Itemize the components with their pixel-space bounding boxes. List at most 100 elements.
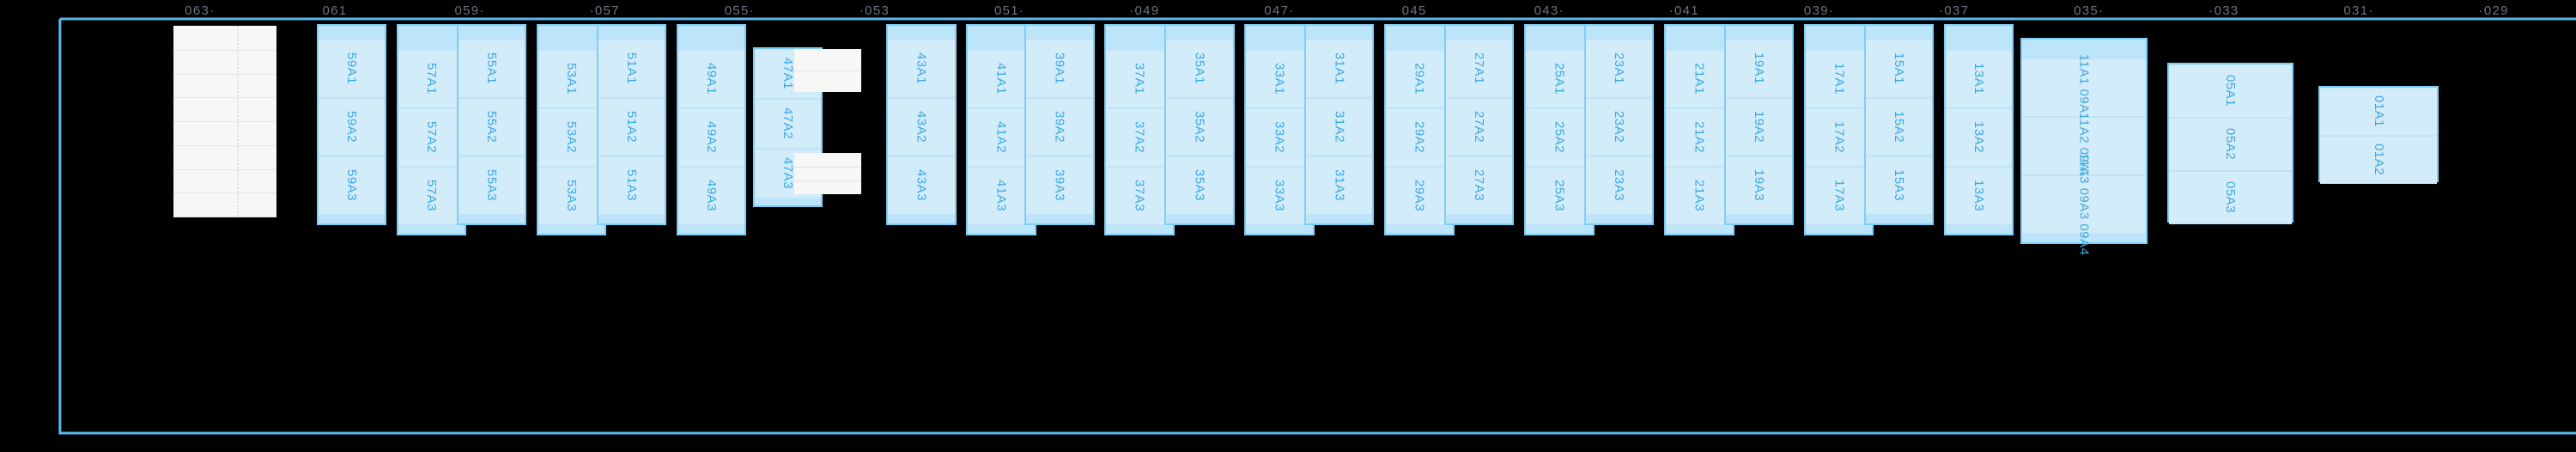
container-tier[interactable]: 25A3 bbox=[1526, 167, 1593, 225]
empty-slot[interactable] bbox=[794, 153, 861, 168]
empty-slot[interactable] bbox=[173, 192, 277, 217]
container-tier[interactable]: 37A2 bbox=[1106, 108, 1173, 167]
empty-slot[interactable] bbox=[173, 121, 277, 146]
container-tier[interactable]: 15A1 bbox=[1865, 40, 1933, 98]
container-tier[interactable]: 39A1 bbox=[1026, 40, 1093, 98]
container-tier[interactable]: 37A3 bbox=[1106, 167, 1173, 225]
container-tier[interactable]: 21A2 bbox=[1666, 108, 1733, 167]
container-tier[interactable]: 49A1 bbox=[677, 50, 745, 108]
empty-slot[interactable] bbox=[794, 49, 861, 71]
empty-block-bay-063-061[interactable] bbox=[173, 26, 277, 217]
container-tier[interactable]: 15A3 bbox=[1865, 156, 1933, 215]
container-tier[interactable]: 33A1 bbox=[1246, 50, 1313, 108]
empty-slot[interactable] bbox=[794, 70, 861, 92]
container-tier[interactable]: 27A2 bbox=[1445, 98, 1513, 156]
empty-slot[interactable] bbox=[173, 50, 277, 75]
empty-slot[interactable] bbox=[794, 167, 861, 181]
container-tier[interactable]: 53A3 bbox=[538, 167, 605, 225]
container-tier[interactable]: 01A2 bbox=[2320, 136, 2438, 184]
container-tier[interactable]: 19A3 bbox=[1725, 156, 1793, 215]
container-tier[interactable]: 41A3 bbox=[968, 167, 1035, 225]
container-tier[interactable]: 01A1 bbox=[2320, 88, 2438, 136]
container-tier[interactable]: 55A2 bbox=[458, 98, 526, 156]
container-tier[interactable]: 49A2 bbox=[677, 108, 745, 167]
container-tier[interactable]: 33A3 bbox=[1246, 167, 1313, 225]
container-tier[interactable]: 55A3 bbox=[458, 156, 526, 215]
container-tier[interactable]: 53A1 bbox=[538, 50, 605, 108]
container-tier[interactable]: 11A3 09A3 09A4 bbox=[2022, 153, 2146, 256]
container-tier[interactable]: 27A3 bbox=[1445, 156, 1513, 215]
container-tier[interactable]: 53A2 bbox=[538, 108, 605, 167]
container-tier[interactable]: 51A2 bbox=[598, 98, 665, 156]
container-tier[interactable]: 33A2 bbox=[1246, 108, 1313, 167]
container-tier[interactable]: 59A1 bbox=[318, 40, 386, 98]
container-tier[interactable]: 19A1 bbox=[1725, 40, 1793, 98]
container-tier[interactable]: 39A2 bbox=[1026, 98, 1093, 156]
empty-slot[interactable] bbox=[173, 97, 277, 122]
container-tier[interactable]: 57A2 bbox=[398, 108, 465, 167]
container-tier[interactable]: 17A3 bbox=[1806, 167, 1873, 225]
container-tier[interactable]: 31A1 bbox=[1306, 40, 1373, 98]
container-tier[interactable]: 59A2 bbox=[318, 98, 386, 156]
empty-block-bay-045-bot[interactable] bbox=[794, 153, 861, 194]
container-tier[interactable]: 31A2 bbox=[1306, 98, 1373, 156]
empty-slot[interactable] bbox=[794, 180, 861, 194]
container-tier[interactable]: 51A3 bbox=[598, 156, 665, 215]
container-tier[interactable]: 15A2 bbox=[1865, 98, 1933, 156]
container-tier[interactable]: 43A3 bbox=[888, 156, 955, 215]
container-tier[interactable]: 43A1 bbox=[888, 40, 955, 98]
container-tier[interactable]: 31A3 bbox=[1306, 156, 1373, 215]
container-tier[interactable]: 43A2 bbox=[888, 98, 955, 156]
container-tier[interactable]: 13A3 bbox=[1945, 167, 2013, 225]
container-tier[interactable]: 05A1 bbox=[2168, 64, 2293, 118]
container-tier[interactable]: 51A1 bbox=[598, 40, 665, 98]
container-tier[interactable]: 47A2 bbox=[754, 99, 822, 149]
container-tier[interactable]: 11A1 09A1 bbox=[2022, 54, 2146, 121]
container-tier[interactable]: 05A2 bbox=[2168, 118, 2293, 171]
empty-slot[interactable] bbox=[173, 74, 277, 99]
container-tier[interactable]: 57A1 bbox=[398, 50, 465, 108]
container-tier[interactable]: 19A2 bbox=[1725, 98, 1793, 156]
container-tier[interactable]: 17A1 bbox=[1806, 50, 1873, 108]
container-tier[interactable]: 29A3 bbox=[1386, 167, 1453, 225]
container-tier[interactable]: 25A1 bbox=[1526, 50, 1593, 108]
container-tier[interactable]: 55A1 bbox=[458, 40, 526, 98]
container-tier[interactable]: 21A1 bbox=[1666, 50, 1733, 108]
container-tier[interactable]: 21A3 bbox=[1666, 167, 1733, 225]
container-tier[interactable]: 11A2 09A2 bbox=[2022, 113, 2146, 180]
empty-slot[interactable] bbox=[173, 26, 277, 51]
container-tier[interactable]: 35A3 bbox=[1166, 156, 1233, 215]
container-tier[interactable]: 39A3 bbox=[1026, 156, 1093, 215]
container-tier[interactable]: 23A3 bbox=[1585, 156, 1653, 215]
container-tier[interactable]: 23A1 bbox=[1585, 40, 1653, 98]
container-tier[interactable]: 25A2 bbox=[1526, 108, 1593, 167]
container-tier[interactable]: 23A2 bbox=[1585, 98, 1653, 156]
container-tier[interactable]: 41A1 bbox=[968, 50, 1035, 108]
empty-slot[interactable] bbox=[173, 145, 277, 170]
container-tier[interactable]: 05A3 bbox=[2168, 171, 2293, 224]
container-tier[interactable]: 29A2 bbox=[1386, 108, 1453, 167]
container-tier[interactable]: 35A2 bbox=[1166, 98, 1233, 156]
container-tier[interactable]: 35A1 bbox=[1166, 40, 1233, 98]
empty-block-bay-045-top[interactable] bbox=[794, 49, 861, 92]
